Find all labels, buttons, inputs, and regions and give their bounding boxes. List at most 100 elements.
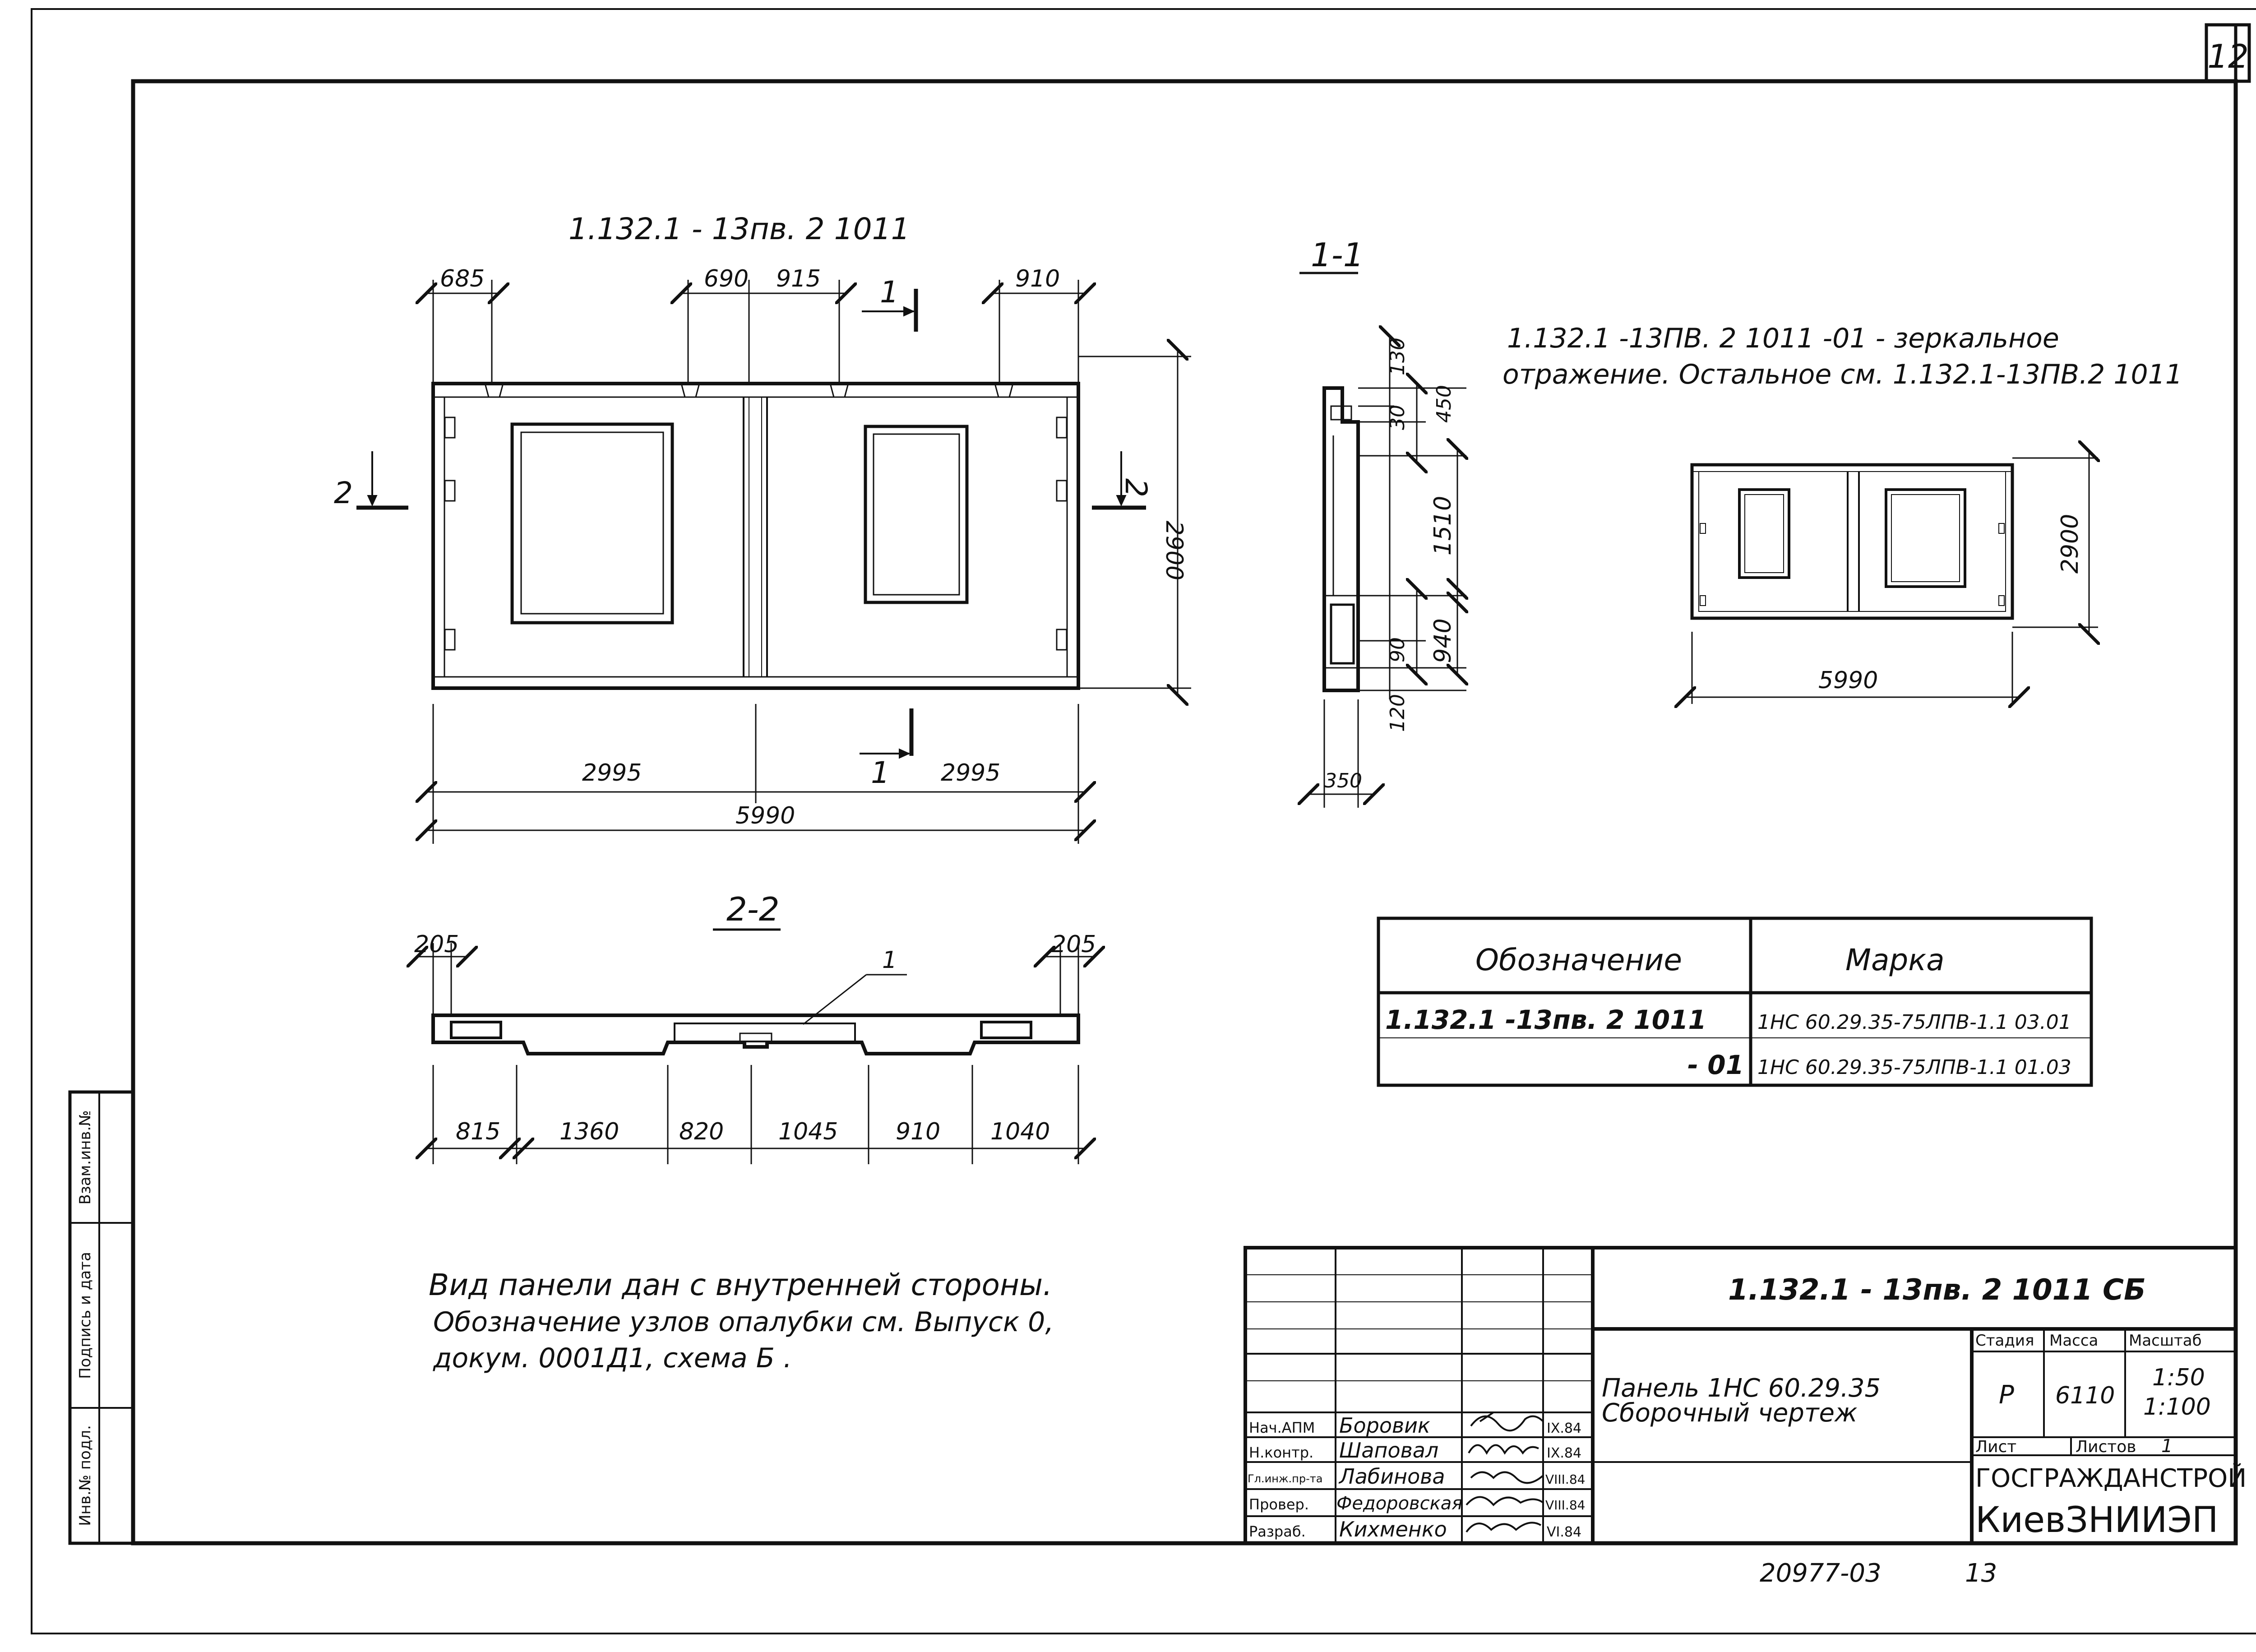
dim-90: 90 bbox=[1386, 637, 1409, 662]
staff-name-3: Федоровская bbox=[1336, 1493, 1462, 1514]
cut-2-right-label: 2 bbox=[1119, 478, 1153, 497]
dim-205-left: 205 bbox=[414, 931, 459, 958]
org-line1: ГОСГРАЖДАНСТРОЙ bbox=[1975, 1463, 2247, 1493]
dim-450: 450 bbox=[1433, 385, 1456, 423]
section-2-2-title: 2-2 bbox=[726, 890, 780, 928]
marks-header-designation: Обозначение bbox=[1475, 943, 1682, 977]
signature-3 bbox=[1465, 1496, 1544, 1506]
signature-1 bbox=[1468, 1444, 1539, 1455]
footer-page: 13 bbox=[1965, 1559, 1997, 1588]
staff-date-2: VIII.84 bbox=[1545, 1472, 1585, 1487]
sheet-label: Лист bbox=[1975, 1438, 2016, 1456]
stage-value: Р bbox=[1999, 1380, 2014, 1410]
dim-915: 915 bbox=[776, 265, 821, 292]
sheets-value: 1 bbox=[2161, 1436, 2173, 1457]
staff-role-0: Нач.АПМ bbox=[1249, 1419, 1315, 1436]
dim-2995-right: 2995 bbox=[941, 759, 1000, 787]
dim-2995-left: 2995 bbox=[582, 759, 642, 787]
dim-2900-main: 2900 bbox=[1160, 521, 1188, 580]
side-stamp-inv: Инв.№ подл. bbox=[76, 1425, 94, 1526]
scale-value-2: 1:100 bbox=[2143, 1393, 2211, 1421]
section-2-2-profile bbox=[431, 1013, 1080, 1055]
side-stamp bbox=[68, 1090, 135, 1545]
dim-1360: 1360 bbox=[559, 1118, 619, 1145]
side-stamp-vzam: Взам.инв.№ bbox=[76, 1110, 94, 1204]
mass-label: Масса bbox=[2049, 1332, 2098, 1350]
stage-label: Стадия bbox=[1975, 1332, 2034, 1350]
page-number: 12 bbox=[2207, 37, 2249, 75]
staff-role-2: Гл.инж.пр-та bbox=[1248, 1472, 1322, 1485]
dim-205-right: 205 bbox=[1051, 931, 1096, 958]
footer-code: 20977-03 bbox=[1760, 1559, 1882, 1588]
section-1-1-profile bbox=[1322, 386, 1360, 692]
main-view-title: 1.132.1 - 13пв. 2 1011 bbox=[569, 212, 910, 246]
side-stamp-podpis: Подпись и дата bbox=[76, 1252, 94, 1379]
note-line2: Обозначение узлов опалубки см. Выпуск 0, bbox=[433, 1306, 1054, 1338]
marks-row2-designation: - 01 bbox=[1687, 1050, 1744, 1080]
title-block-grid bbox=[1244, 1246, 2238, 1545]
dim-940: 940 bbox=[1429, 618, 1456, 663]
dim-1510: 1510 bbox=[1429, 496, 1456, 555]
mirror-view-dimensions bbox=[1685, 451, 2098, 704]
staff-name-1: Шаповал bbox=[1339, 1438, 1438, 1462]
mirror-dim-2900: 2900 bbox=[2057, 514, 2084, 574]
staff-name-0: Боровик bbox=[1339, 1413, 1430, 1438]
sheets-label: Листов bbox=[2076, 1438, 2136, 1456]
dim-685: 685 bbox=[440, 265, 485, 292]
signatures bbox=[1465, 1411, 1544, 1533]
title-block-name-line2: Сборочный чертеж bbox=[1602, 1398, 1857, 1428]
signature-2 bbox=[1470, 1471, 1544, 1484]
cut-1-bottom-label: 1 bbox=[871, 755, 890, 790]
section-1-1-title: 1-1 bbox=[1311, 236, 1364, 274]
sheet-frame bbox=[31, 8, 2256, 1634]
marks-table bbox=[1377, 916, 2093, 1087]
marks-header-mark: Марка bbox=[1845, 943, 1945, 977]
dim-120: 120 bbox=[1386, 694, 1409, 732]
signature-4 bbox=[1465, 1522, 1542, 1533]
leader-1: 1 bbox=[882, 947, 897, 974]
dim-30: 30 bbox=[1386, 405, 1409, 430]
dim-910: 910 bbox=[1015, 265, 1060, 292]
staff-role-4: Разраб. bbox=[1249, 1523, 1306, 1540]
scale-label: Масштаб bbox=[2129, 1332, 2202, 1350]
dim-910-b: 910 bbox=[896, 1118, 940, 1145]
cut-2-left-label: 2 bbox=[334, 476, 353, 510]
staff-role-1: Н.контр. bbox=[1249, 1444, 1313, 1461]
mirror-dim-5990: 5990 bbox=[1818, 667, 1878, 694]
staff-date-4: VI.84 bbox=[1547, 1524, 1581, 1540]
marks-row1-designation: 1.132.1 -13пв. 2 1011 bbox=[1385, 1004, 1706, 1035]
title-block-code: 1.132.1 - 13пв. 2 1011 СБ bbox=[1728, 1273, 2146, 1307]
note-line3: докум. 0001Д1, схема Б . bbox=[433, 1342, 792, 1374]
note-line1: Вид панели дан с внутренней стороны. bbox=[429, 1268, 1052, 1302]
staff-date-3: VIII.84 bbox=[1545, 1498, 1585, 1513]
dim-820: 820 bbox=[679, 1118, 724, 1145]
mirror-note-line2: отражение. Остальное см. 1.132.1-13ПВ.2 … bbox=[1502, 359, 2182, 390]
dim-5990-main: 5990 bbox=[735, 802, 795, 829]
signature-0 bbox=[1470, 1411, 1544, 1432]
dim-690: 690 bbox=[704, 265, 749, 292]
section-2-2-dimensions bbox=[417, 943, 1094, 1164]
staff-name-4: Кихменко bbox=[1339, 1517, 1447, 1541]
dim-1040: 1040 bbox=[990, 1118, 1050, 1145]
scale-value-1: 1:50 bbox=[2152, 1364, 2205, 1391]
section-1-1-dimensions bbox=[1308, 336, 1466, 808]
staff-name-2: Лабинова bbox=[1338, 1464, 1445, 1489]
marks-row1-mark: 1НС 60.29.35-75ЛПВ-1.1 03.01 bbox=[1757, 1011, 2071, 1034]
dim-815: 815 bbox=[456, 1118, 500, 1145]
main-panel-view bbox=[431, 382, 1080, 690]
dim-130: 130 bbox=[1386, 338, 1409, 375]
marks-row2-mark: 1НС 60.29.35-75ЛПВ-1.1 01.03 bbox=[1757, 1056, 2071, 1079]
title-block-name-line1: Панель 1НС 60.29.35 bbox=[1602, 1374, 1881, 1403]
dim-1045: 1045 bbox=[778, 1118, 838, 1145]
staff-date-1: IX.84 bbox=[1547, 1445, 1581, 1461]
dim-350: 350 bbox=[1324, 769, 1362, 792]
org-line2: КиевЗНИИЭП bbox=[1975, 1500, 2219, 1541]
staff-date-0: IX.84 bbox=[1547, 1421, 1581, 1436]
mirror-note-line1: 1.132.1 -13ПВ. 2 1011 -01 - зеркальное bbox=[1507, 323, 2059, 354]
mirror-panel-view bbox=[1690, 463, 2014, 620]
mass-value: 6110 bbox=[2055, 1382, 2115, 1409]
section-cut-markers bbox=[356, 289, 1146, 759]
main-view-dimensions bbox=[426, 280, 1191, 844]
cut-1-top-label: 1 bbox=[880, 275, 899, 310]
